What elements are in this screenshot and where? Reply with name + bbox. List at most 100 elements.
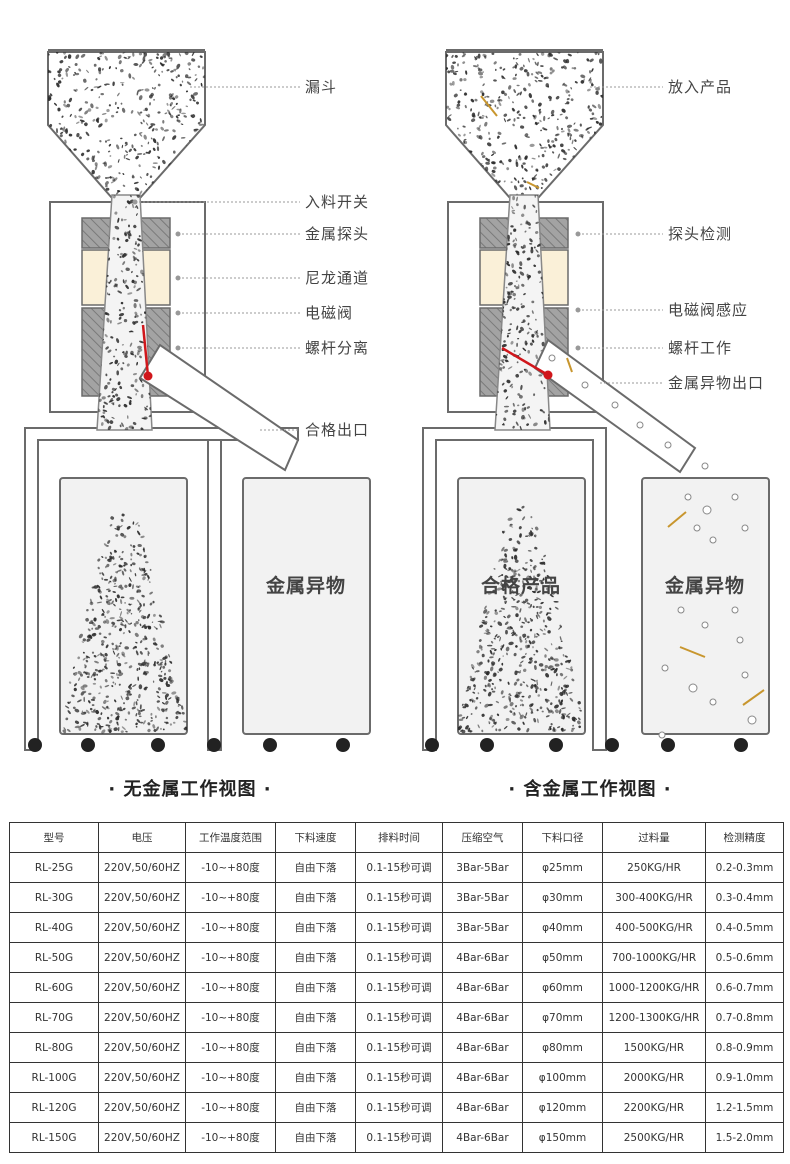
spec-cell: RL-150G [9, 1122, 99, 1153]
spec-cell: 4Bar-6Bar [442, 1062, 523, 1093]
label-solenoid-sensing: 电磁阀感应 [668, 301, 748, 319]
caption-with-metal: · 含金属工作视图 · [508, 778, 671, 800]
label-inlet-switch: 入料开关 [305, 193, 369, 211]
spec-cell: 4Bar-6Bar [442, 942, 523, 973]
spec-header-cell: 过料量 [602, 822, 706, 853]
spec-cell: 0.1-15秒可调 [355, 942, 443, 973]
spec-cell: φ40mm [522, 912, 603, 943]
spec-cell: 0.1-15秒可调 [355, 1062, 443, 1093]
spec-cell: 220V,50/60HZ [98, 852, 186, 883]
spec-cell: 220V,50/60HZ [98, 972, 186, 1003]
left-hopper [47, 51, 206, 199]
label-probe-detection: 探头检测 [668, 225, 732, 243]
spec-cell: 4Bar-6Bar [442, 972, 523, 1003]
spec-cell: 400-500KG/HR [602, 912, 706, 943]
right-valve-flap [501, 346, 549, 377]
label-metal-probe: 金属探头 [305, 225, 369, 243]
spec-cell: -10~+80度 [185, 1032, 276, 1063]
label-screw-separation: 螺杆分离 [305, 339, 369, 357]
spec-cell: 0.1-15秒可调 [355, 1092, 443, 1123]
spec-cell: 0.6-0.7mm [705, 972, 784, 1003]
right-frame [422, 427, 607, 751]
spec-cell: 0.4-0.5mm [705, 912, 784, 943]
spec-cell: 自由下落 [275, 1062, 356, 1093]
spec-cell: RL-40G [9, 912, 99, 943]
spec-cell: RL-80G [9, 1032, 99, 1063]
spec-cell: 自由下落 [275, 1032, 356, 1063]
spec-cell: 自由下落 [275, 972, 356, 1003]
spec-cell: 1.2-1.5mm [705, 1092, 784, 1123]
right-hopper [445, 51, 604, 199]
left-bin-qualified [59, 477, 188, 735]
spec-cell: -10~+80度 [185, 1002, 276, 1033]
spec-header-cell: 下料速度 [275, 822, 356, 853]
spec-cell: 0.5-0.6mm [705, 942, 784, 973]
spec-cell: -10~+80度 [185, 942, 276, 973]
spec-cell: 0.1-15秒可调 [355, 1122, 443, 1153]
right-metal-bin-label: 金属异物 [664, 574, 745, 597]
spec-cell: RL-70G [9, 1002, 99, 1033]
spec-cell: 自由下落 [275, 1002, 356, 1033]
spec-table: 型号电压工作温度范围下料速度排料时间压缩空气下料口径过料量检测精度 RL-25G… [9, 822, 784, 1153]
right-machine: 合格产品 金属异物 放入产品 探头检测 电磁阀感应 螺杆工作 [422, 49, 770, 800]
spec-cell: RL-30G [9, 882, 99, 913]
spec-header-cell: 排料时间 [355, 822, 443, 853]
spec-header-cell: 电压 [98, 822, 186, 853]
left-tube [96, 194, 153, 431]
spec-cell: RL-60G [9, 972, 99, 1003]
spec-cell: 250KG/HR [602, 852, 706, 883]
spec-header-row: 型号电压工作温度范围下料速度排料时间压缩空气下料口径过料量检测精度 [9, 822, 784, 853]
spec-cell: 220V,50/60HZ [98, 912, 186, 943]
spec-cell: 1500KG/HR [602, 1032, 706, 1063]
spec-cell: φ70mm [522, 1002, 603, 1033]
spec-cell: 2200KG/HR [602, 1092, 706, 1123]
spec-cell: -10~+80度 [185, 882, 276, 913]
spec-cell: 自由下落 [275, 1122, 356, 1153]
spec-cell: -10~+80度 [185, 1092, 276, 1123]
spec-cell: 0.1-15秒可调 [355, 882, 443, 913]
spec-cell: 0.1-15秒可调 [355, 1002, 443, 1033]
spec-cell: 0.1-15秒可调 [355, 1032, 443, 1063]
spec-cell: 自由下落 [275, 942, 356, 973]
separator-diagram: 金属异物 漏斗 入料开关 金属探头 尼龙通道 电磁阀 螺杆分离 合格出口 · 无… [24, 49, 770, 800]
spec-cell: RL-50G [9, 942, 99, 973]
spec-cell: 4Bar-6Bar [442, 1092, 523, 1123]
spec-cell: 220V,50/60HZ [98, 1032, 186, 1063]
spec-cell: 0.7-0.8mm [705, 1002, 784, 1033]
spec-cell: φ50mm [522, 942, 603, 973]
spec-header-cell: 型号 [9, 822, 99, 853]
spec-cell: φ60mm [522, 972, 603, 1003]
spec-cell: 0.1-15秒可调 [355, 852, 443, 883]
spec-cell: 220V,50/60HZ [98, 1092, 186, 1123]
spec-cell: 4Bar-6Bar [442, 1032, 523, 1063]
spec-cell: 300-400KG/HR [602, 882, 706, 913]
label-nylon-channel: 尼龙通道 [305, 269, 369, 287]
spec-cell: 220V,50/60HZ [98, 1002, 186, 1033]
right-tube [494, 194, 551, 431]
spec-header-cell: 压缩空气 [442, 822, 523, 853]
spec-cell: 0.2-0.3mm [705, 852, 784, 883]
spec-cell: 1.5-2.0mm [705, 1122, 784, 1153]
spec-cell: 1200-1300KG/HR [602, 1002, 706, 1033]
spec-header-cell: 下料口径 [522, 822, 603, 853]
spec-cell: 3Bar-5Bar [442, 882, 523, 913]
spec-cell: 2500KG/HR [602, 1122, 706, 1153]
spec-cell: RL-25G [9, 852, 99, 883]
spec-cell: 1000-1200KG/HR [602, 972, 706, 1003]
right-bin-metal [641, 477, 770, 735]
left-bin-particles [62, 513, 187, 734]
spec-cell: 220V,50/60HZ [98, 942, 186, 973]
spec-cell: 3Bar-5Bar [442, 912, 523, 943]
left-metal-bin-label: 金属异物 [265, 574, 346, 597]
spec-cell: φ30mm [522, 882, 603, 913]
spec-cell: 4Bar-6Bar [442, 1002, 523, 1033]
label-screw-working: 螺杆工作 [668, 339, 732, 357]
spec-cell: 220V,50/60HZ [98, 1062, 186, 1093]
spec-cell: -10~+80度 [185, 1062, 276, 1093]
